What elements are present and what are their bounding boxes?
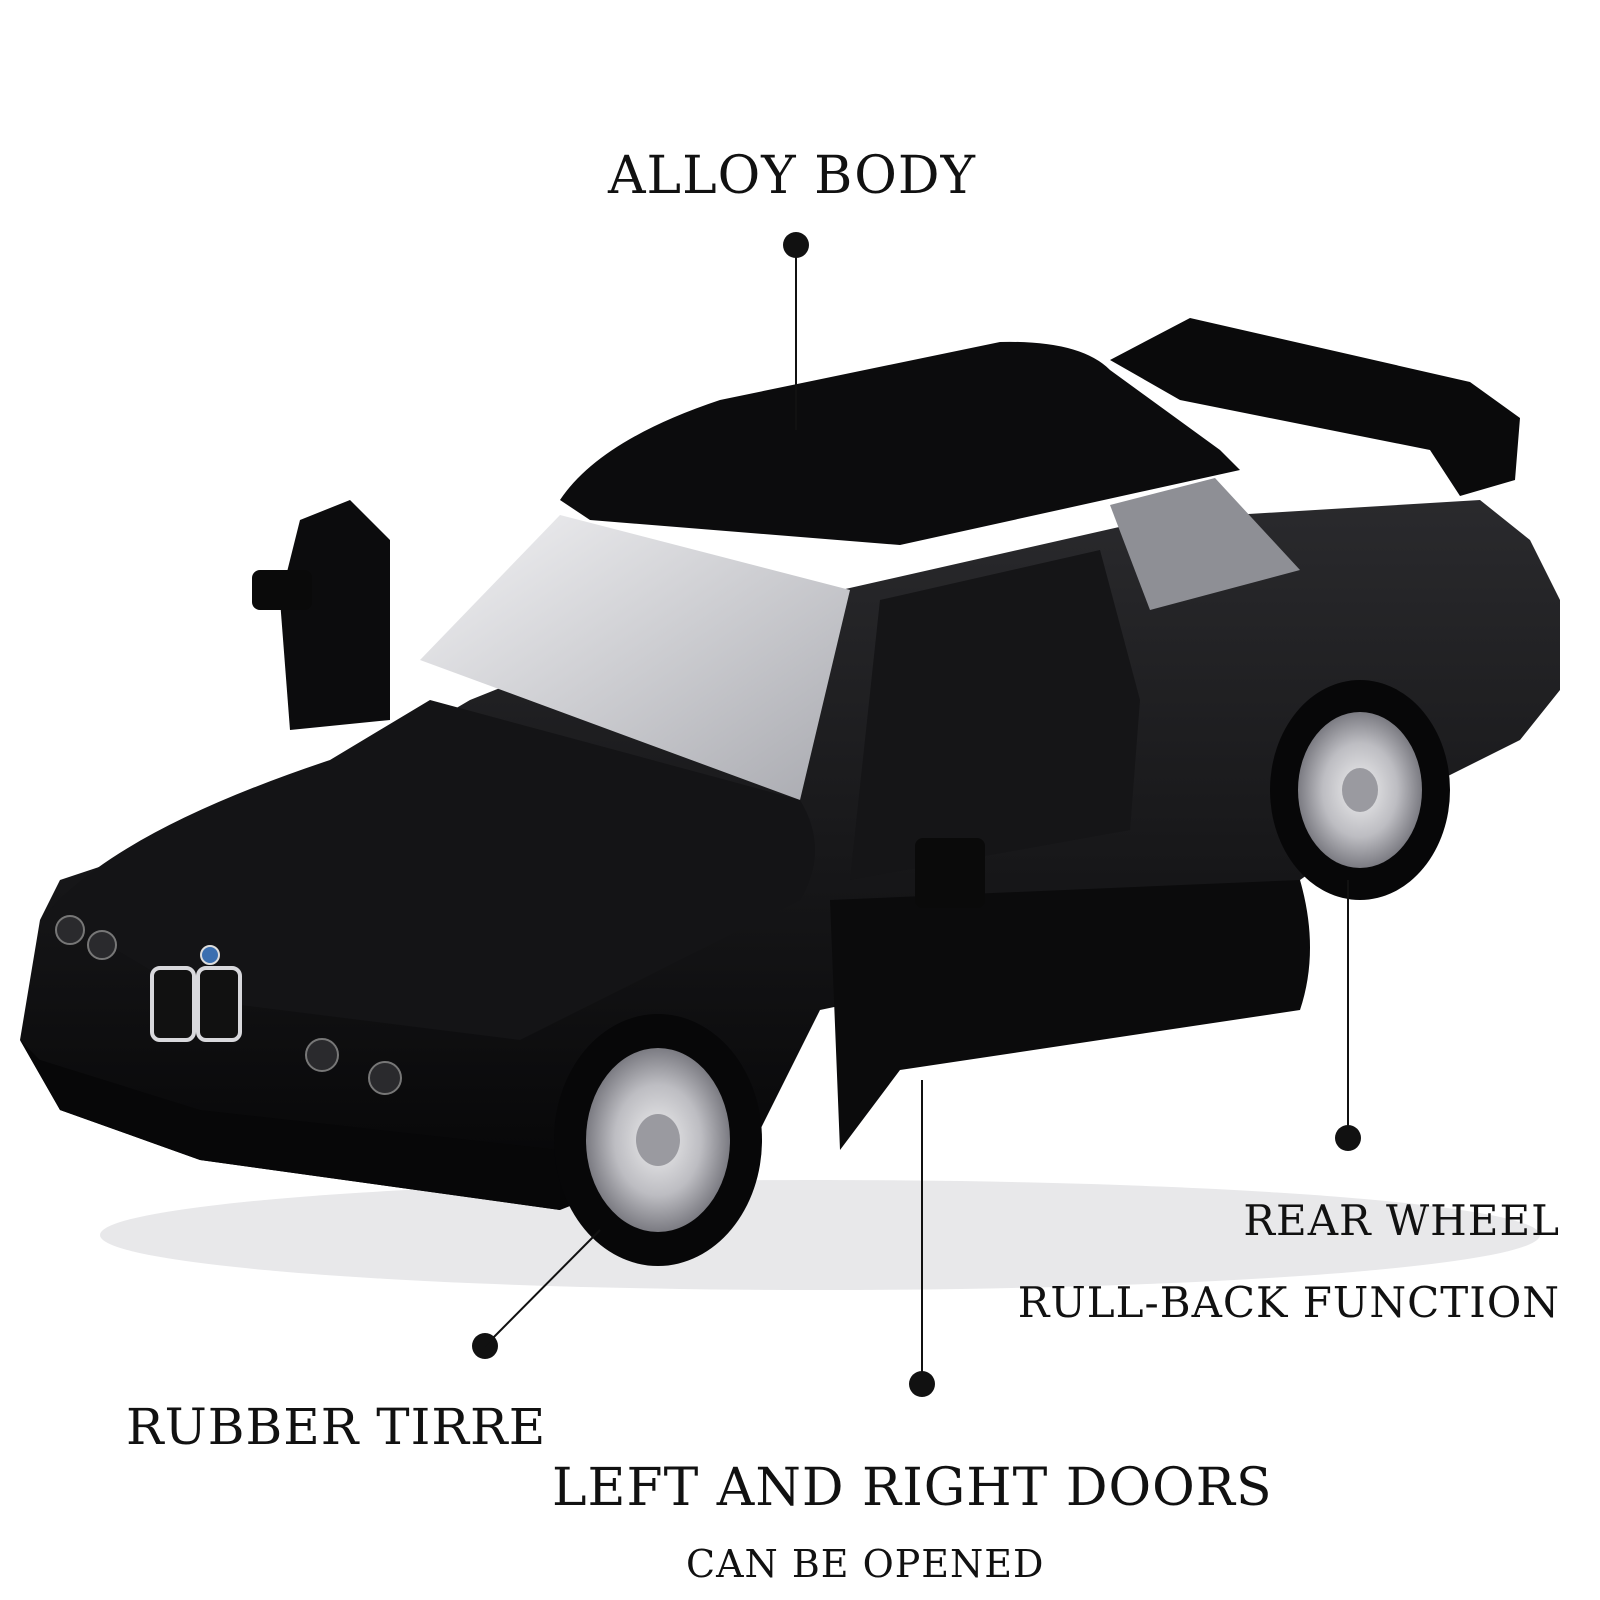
side-mirror bbox=[915, 838, 985, 908]
far-mirror bbox=[252, 570, 312, 610]
callout-doors-subtitle: CAN BE OPENED bbox=[686, 1542, 1045, 1586]
kidney-grille bbox=[150, 966, 242, 1042]
car-roof bbox=[560, 341, 1240, 545]
headlights bbox=[55, 915, 402, 1095]
callout-rubber-tire: RUBBER TIRRE bbox=[126, 1398, 547, 1456]
floor-shadow bbox=[100, 1180, 1540, 1290]
callout-doors-pointer bbox=[909, 1080, 935, 1397]
callout-alloy-body: ALLOY BODY bbox=[608, 146, 976, 206]
callout-rear-wheel: REAR WHEEL bbox=[1243, 1196, 1560, 1245]
far-door bbox=[280, 500, 390, 730]
open-door bbox=[830, 880, 1310, 1150]
badge-emblem bbox=[200, 945, 220, 965]
rear-side-window bbox=[1110, 478, 1300, 610]
callout-alloy-body-pointer bbox=[783, 232, 809, 430]
rear-spoiler bbox=[1110, 318, 1520, 496]
front-wheel bbox=[554, 1014, 762, 1266]
hood bbox=[50, 700, 815, 1040]
rear-wheel bbox=[1270, 680, 1450, 900]
windshield bbox=[420, 515, 850, 800]
door-opening bbox=[850, 550, 1140, 880]
callout-rubber-tire-pointer bbox=[472, 1229, 601, 1359]
callout-rear-wheel-pointer bbox=[1335, 880, 1361, 1151]
front-bumper bbox=[20, 1040, 560, 1210]
callout-pull-back-function: RULL-BACK FUNCTION bbox=[1017, 1278, 1560, 1327]
callout-doors: LEFT AND RIGHT DOORS bbox=[552, 1458, 1273, 1518]
